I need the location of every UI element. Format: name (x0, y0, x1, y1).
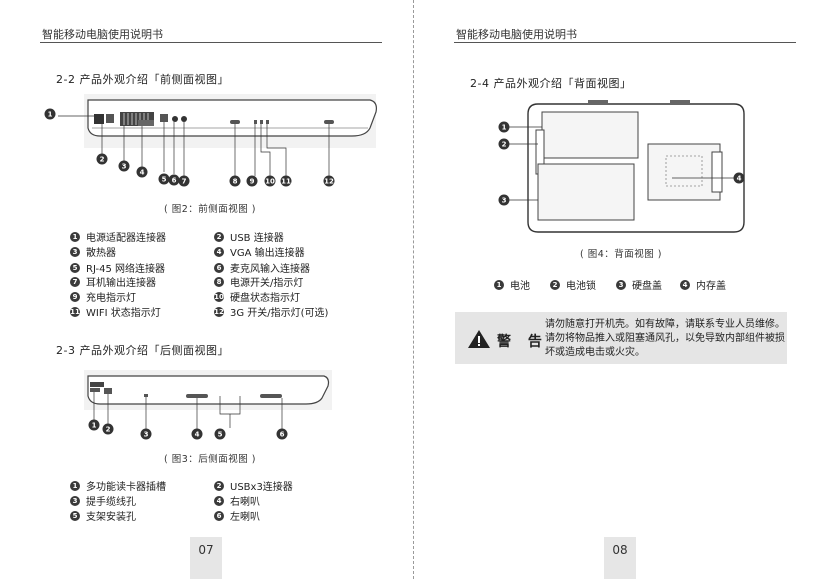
section-title-back: 2-4 产品外观介绍「背面视图」 (470, 77, 632, 90)
warning-triangle-icon (468, 330, 490, 348)
svg-text:1: 1 (48, 111, 53, 119)
header-rule (40, 42, 382, 43)
caption-front: ( 图2：前侧面视图 ) (164, 204, 256, 215)
page-right: 智能移动电脑使用说明书 2-4 产品外观介绍「背面视图」 1 2 3 4 ( 图… (414, 0, 827, 579)
svg-text:3: 3 (122, 163, 127, 171)
header-rule (454, 42, 796, 43)
header-title: 智能移动电脑使用说明书 (42, 28, 163, 41)
page-number-box (190, 537, 222, 579)
warning-box: 警 告 请勿随意打开机壳。如有故障，请联系专业人员维修。请勿将物品推入或阻塞通风… (455, 312, 787, 364)
page-left: 智能移动电脑使用说明书 2-2 产品外观介绍「前侧面视图」 (0, 0, 413, 579)
svg-text:10: 10 (265, 178, 275, 186)
svg-text:4: 4 (195, 431, 200, 439)
svg-text:8: 8 (233, 178, 238, 186)
svg-text:1: 1 (502, 124, 507, 132)
svg-text:6: 6 (172, 177, 177, 185)
svg-text:7: 7 (182, 178, 187, 186)
svg-text:4: 4 (737, 175, 742, 183)
svg-text:11: 11 (281, 178, 291, 186)
svg-text:6: 6 (280, 431, 285, 439)
svg-text:3: 3 (502, 197, 507, 205)
section-title-rear: 2-3 产品外观介绍「后侧面视图」 (56, 344, 229, 357)
page-number: 07 (198, 543, 214, 557)
svg-text:4: 4 (140, 169, 145, 177)
rear-view-figure: 1 2 3 4 5 6 (84, 370, 332, 440)
warning-text: 请勿随意打开机壳。如有故障，请联系专业人员维修。请勿将物品推入或阻塞通风孔，以免… (545, 319, 785, 358)
page-number-box (604, 537, 636, 579)
back-view-figure: 1 2 3 4 (498, 100, 745, 233)
section-title-front: 2-2 产品外观介绍「前侧面视图」 (56, 73, 229, 86)
svg-text:12: 12 (324, 178, 334, 186)
svg-text:9: 9 (250, 178, 255, 186)
page-number: 08 (612, 543, 628, 557)
svg-text:5: 5 (162, 176, 167, 184)
front-view-figure: 1 2 3 4 5 6 7 8 9 10 11 12 (44, 94, 377, 187)
svg-text:3: 3 (144, 431, 149, 439)
warning-label: 警 告 (497, 334, 548, 350)
svg-text:1: 1 (92, 422, 97, 430)
caption-back: ( 图4：背面视图 ) (580, 249, 662, 260)
svg-text:5: 5 (218, 431, 223, 439)
svg-text:2: 2 (100, 156, 105, 164)
page-fold-divider (413, 0, 414, 579)
svg-text:2: 2 (106, 426, 111, 434)
caption-rear: ( 图3：后侧面视图 ) (164, 454, 256, 465)
svg-text:2: 2 (502, 141, 507, 149)
header-title: 智能移动电脑使用说明书 (456, 28, 577, 41)
